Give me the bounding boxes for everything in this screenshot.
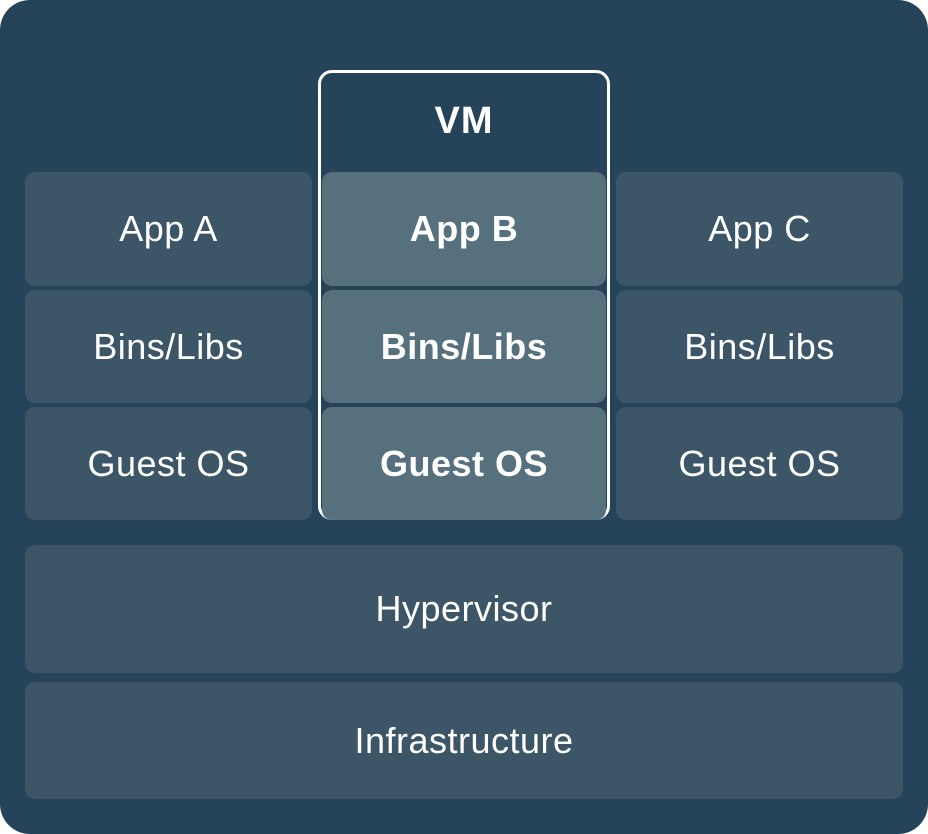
- cell-guest-os-left: Guest OS: [25, 407, 312, 520]
- layer-infrastructure: Infrastructure: [25, 682, 903, 799]
- cell-app-c: App C: [616, 172, 903, 286]
- cell-guest-os-right: Guest OS: [616, 407, 903, 520]
- cell-guest-os-vm: Guest OS: [322, 407, 606, 520]
- vm-group-label: VM: [434, 99, 494, 142]
- layer-hypervisor: Hypervisor: [25, 545, 903, 673]
- cell-app-b: App B: [322, 172, 606, 286]
- cell-bins-libs-right: Bins/Libs: [616, 290, 903, 403]
- cell-bins-libs-left: Bins/Libs: [25, 290, 312, 403]
- cell-app-a: App A: [25, 172, 312, 286]
- cell-bins-libs-vm: Bins/Libs: [322, 290, 606, 403]
